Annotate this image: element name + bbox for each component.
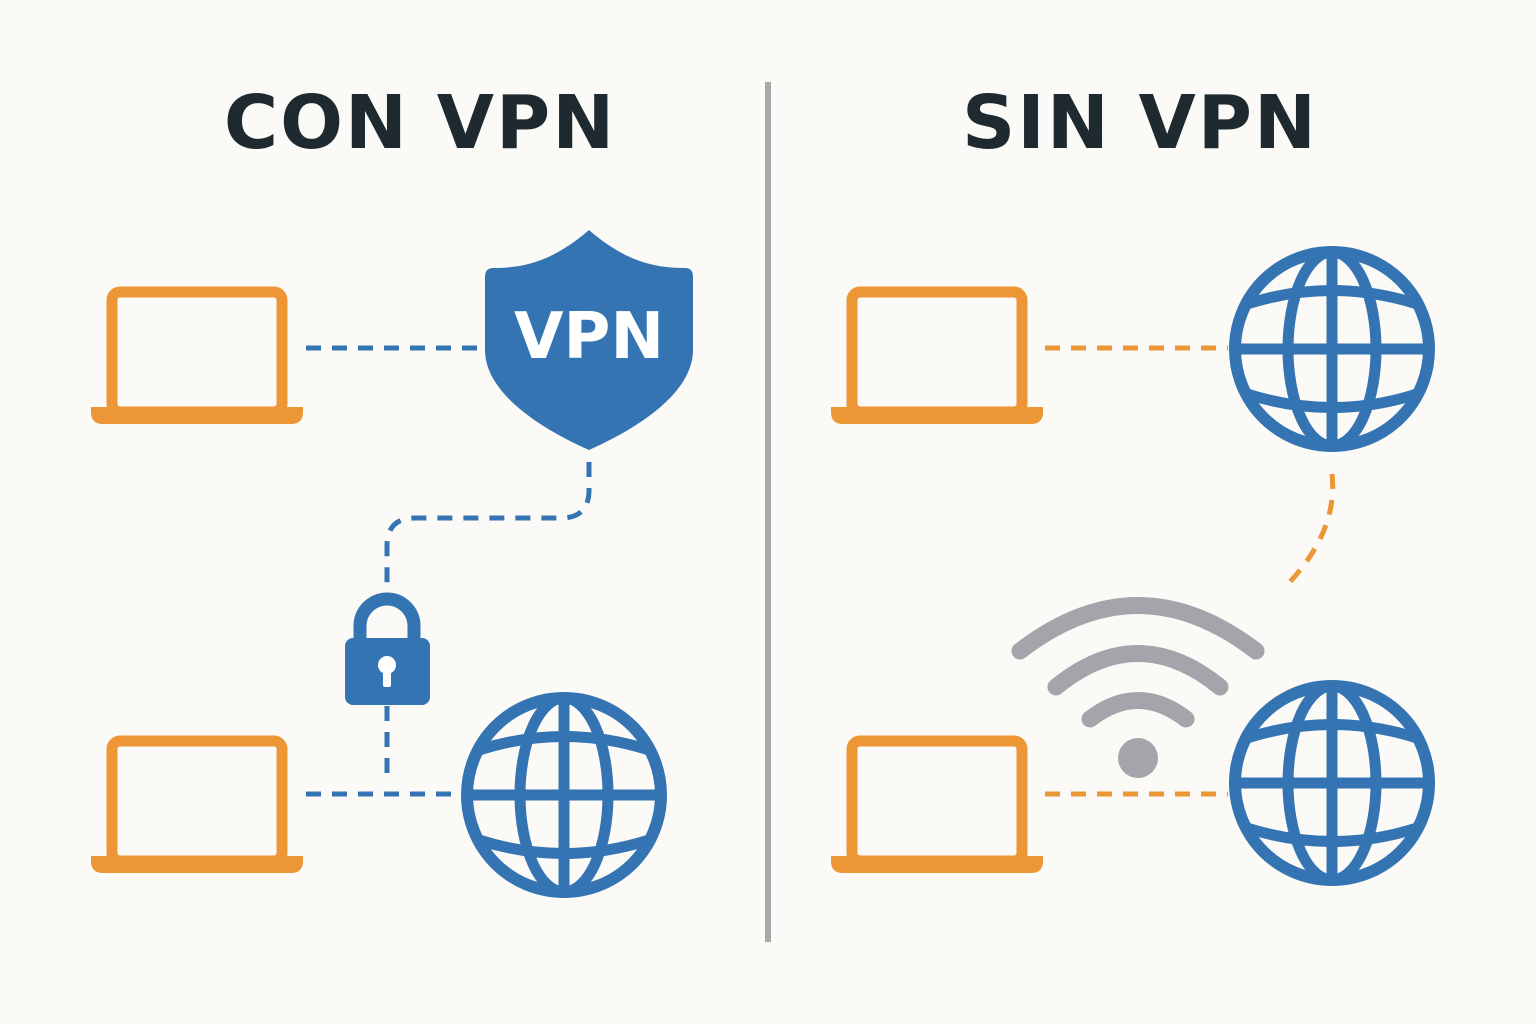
sin-vpn-title: SIN VPN [962, 80, 1318, 166]
laptop-icon [831, 292, 1043, 424]
secure-connection-line [384, 462, 592, 595]
globe-icon [1235, 252, 1429, 446]
globe-icon [1235, 686, 1429, 880]
globe-icon [467, 698, 661, 892]
con-vpn-title: CON VPN [223, 80, 617, 166]
insecure-connection-line [1285, 473, 1336, 587]
vpn-shield-label: VPN [514, 300, 664, 374]
lock-icon [345, 592, 430, 705]
shield-icon: VPN [485, 230, 693, 450]
laptop-icon [91, 292, 303, 424]
laptop-icon [91, 741, 303, 873]
laptop-icon [831, 741, 1043, 873]
wifi-icon [1011, 597, 1265, 778]
